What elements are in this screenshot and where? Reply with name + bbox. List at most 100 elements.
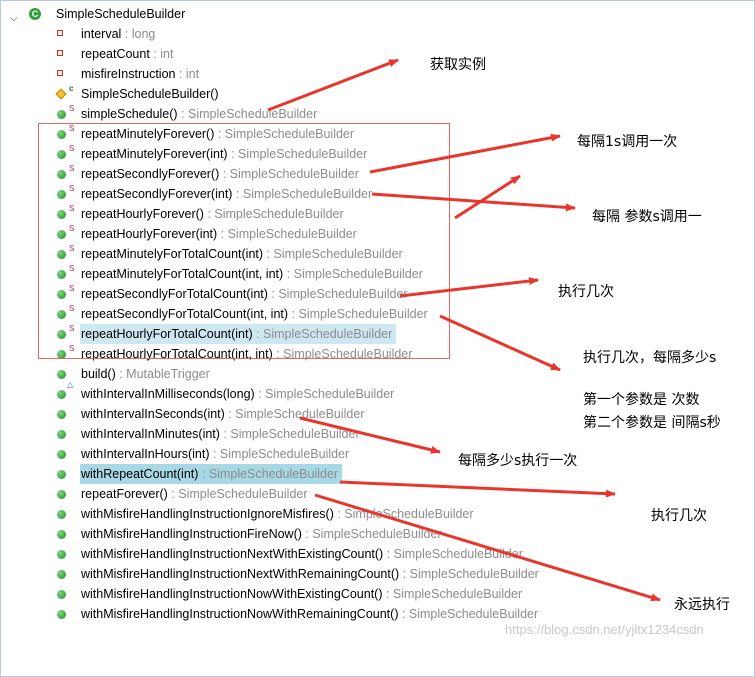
public-method-icon xyxy=(57,190,66,199)
member-signature: : SimpleScheduleBuilder xyxy=(224,407,365,421)
static-marker-icon: S xyxy=(69,224,75,233)
member-signature: : SimpleScheduleBuilder xyxy=(283,267,423,281)
member-label: repeatSecondlyForever(int) : SimpleSched… xyxy=(80,184,372,204)
member-label: interval : long xyxy=(80,24,155,44)
public-method-icon xyxy=(57,350,66,359)
arrow-run-forever xyxy=(314,493,661,602)
member-name: repeatHourlyForTotalCount(int) xyxy=(81,327,253,341)
member-label: simpleSchedule() : SimpleScheduleBuilder xyxy=(80,104,317,124)
member-signature: : SimpleScheduleBuilder xyxy=(382,587,523,601)
member-name: repeatSecondlyForever() xyxy=(81,167,220,181)
member-signature: : SimpleScheduleBuilder xyxy=(399,567,539,581)
member-label: repeatSecondlyForTotalCount(int) : Simpl… xyxy=(80,284,408,304)
arrow-every-n-s xyxy=(299,416,441,454)
member-name: repeatMinutelyForTotalCount(int, int) xyxy=(81,267,284,281)
member-name: withMisfireHandlingInstructionNextWithEx… xyxy=(81,547,384,561)
public-method-icon xyxy=(57,250,66,259)
member-label: build() : MutableTrigger xyxy=(80,364,210,384)
static-marker-icon: S xyxy=(69,264,75,273)
member-signature: : SimpleScheduleBuilder xyxy=(333,507,474,521)
highlight-box xyxy=(38,123,450,359)
public-method-icon xyxy=(57,150,66,159)
member-signature: : SimpleScheduleBuilder xyxy=(214,127,355,141)
annotation-get-instance: 获取实例 xyxy=(430,57,486,73)
member-name: misfireInstruction xyxy=(81,67,176,81)
member-name: repeatSecondlyForTotalCount(int) xyxy=(81,287,268,301)
public-method-icon xyxy=(57,370,66,379)
public-method-icon xyxy=(57,170,66,179)
member-label: repeatMinutelyForever() : SimpleSchedule… xyxy=(80,124,354,144)
public-method-icon xyxy=(57,110,66,119)
static-marker-icon: S xyxy=(69,324,75,333)
arrow-exec-times-interval xyxy=(439,314,561,372)
static-marker-icon: S xyxy=(69,124,75,133)
member-name: repeatForever() xyxy=(81,487,168,501)
member-signature: : SimpleScheduleBuilder xyxy=(227,147,368,161)
public-method-icon xyxy=(57,590,66,599)
member-label: repeatSecondlyForTotalCount(int, int) : … xyxy=(80,304,428,324)
member-label: repeatSecondlyForever() : SimpleSchedule… xyxy=(80,164,359,184)
member-name: withIntervalInHours(int) xyxy=(81,447,210,461)
member-signature: : int xyxy=(175,67,200,81)
member-label: repeatMinutelyForever(int) : SimpleSched… xyxy=(80,144,367,164)
member-name: withMisfireHandlingInstructionNextWithRe… xyxy=(81,567,400,581)
annotation-every-1s: 每隔1s调用一次 xyxy=(577,134,678,150)
member-label: withMisfireHandlingInstructionFireNow() … xyxy=(80,524,442,544)
arrow-exec-times xyxy=(399,277,539,298)
public-method-icon xyxy=(57,330,66,339)
member-signature: : SimpleScheduleBuilder xyxy=(203,207,344,221)
member-label: withMisfireHandlingInstructionNowWithRem… xyxy=(80,604,538,624)
member-name: withMisfireHandlingInstructionNowWithRem… xyxy=(81,607,399,621)
member-signature: : SimpleScheduleBuilder xyxy=(288,307,428,321)
member-label: repeatHourlyForTotalCount(int, int) : Si… xyxy=(80,344,412,364)
constructor-marker-icon: c xyxy=(69,84,74,93)
annotation-run-forever: 永远执行 xyxy=(674,597,730,613)
static-marker-icon: S xyxy=(69,144,75,153)
private-field-icon xyxy=(57,50,63,56)
arrow-every-1s xyxy=(369,133,561,174)
member-name: withIntervalInMilliseconds(long) xyxy=(81,387,255,401)
member-name: repeatHourlyForTotalCount(int, int) xyxy=(81,347,273,361)
member-label: repeatMinutelyForTotalCount(int) : Simpl… xyxy=(80,244,403,264)
member-name: build() xyxy=(81,367,116,381)
public-method-icon xyxy=(57,430,66,439)
private-field-icon xyxy=(57,30,63,36)
member-name: repeatSecondlyForTotalCount(int, int) xyxy=(81,307,289,321)
arrow-exec-times-2 xyxy=(339,480,616,498)
static-marker-icon: S xyxy=(69,104,75,113)
annotation-every-n-s-once: 每隔多少s执行一次 xyxy=(458,453,578,469)
arrow-get-instance xyxy=(267,58,399,112)
member-label: repeatHourlyForever() : SimpleScheduleBu… xyxy=(80,204,344,224)
private-field-icon xyxy=(57,70,63,76)
public-method-icon xyxy=(57,130,66,139)
member-signature: : MutableTrigger xyxy=(115,367,210,381)
member-name: repeatSecondlyForever(int) xyxy=(81,187,233,201)
member-label: withRepeatCount(int) : SimpleScheduleBui… xyxy=(80,464,343,484)
member-label: repeatHourlyForever(int) : SimpleSchedul… xyxy=(80,224,357,244)
member-signature: : SimpleScheduleBuilder xyxy=(272,347,413,361)
annotation-first-param: 第一个参数是 次数 xyxy=(583,392,700,408)
member-label: withIntervalInMinutes(int) : SimpleSched… xyxy=(80,424,360,444)
arrow-every-param-s xyxy=(371,192,576,212)
public-method-icon xyxy=(57,490,66,499)
public-method-icon xyxy=(57,210,66,219)
member-label: SimpleScheduleBuilder() xyxy=(80,84,219,104)
annotation-exec-times-2: 执行几次 xyxy=(651,508,707,524)
member-signature: : SimpleScheduleBuilder xyxy=(167,487,308,501)
chevron-down-icon[interactable]: ⌵ xyxy=(10,13,18,24)
public-method-icon xyxy=(57,510,66,519)
member-name: SimpleScheduleBuilder() xyxy=(81,87,219,101)
member-label: withMisfireHandlingInstructionIgnoreMisf… xyxy=(80,504,474,524)
annotation-exec-times-interval: 执行几次，每隔多少s xyxy=(583,350,717,366)
public-method-icon xyxy=(57,610,66,619)
member-signature: : SimpleScheduleBuilder xyxy=(232,187,373,201)
member-name: repeatCount xyxy=(81,47,150,61)
member-label: repeatForever() : SimpleScheduleBuilder xyxy=(80,484,308,504)
class-icon: C xyxy=(29,8,41,20)
member-signature: : SimpleScheduleBuilder xyxy=(398,607,539,621)
public-method-icon xyxy=(57,410,66,419)
member-name: simpleSchedule() xyxy=(81,107,178,121)
member-label: withMisfireHandlingInstructionNowWithExi… xyxy=(80,584,522,604)
public-method-icon xyxy=(57,570,66,579)
